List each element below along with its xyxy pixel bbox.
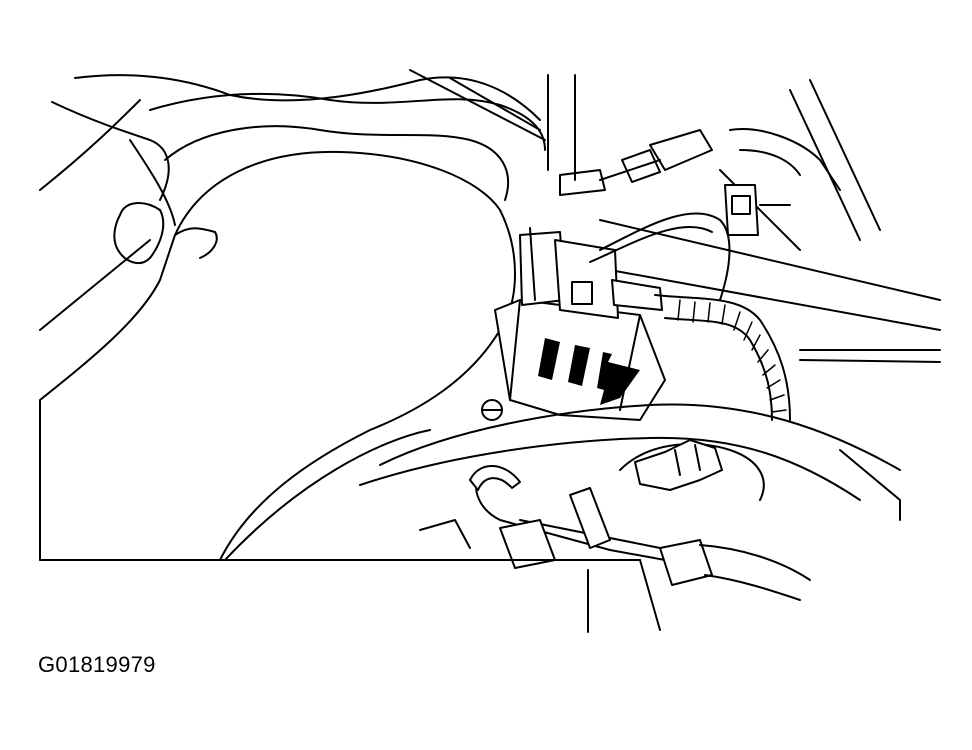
figure-code: G01819979 <box>38 652 156 677</box>
wiring-harness <box>589 212 791 421</box>
engine-illustration <box>39 69 941 633</box>
upper-connector <box>559 129 759 236</box>
electrical-connector <box>519 227 663 319</box>
lower-sensor <box>469 439 811 601</box>
arrow-icon <box>597 352 640 405</box>
bottom-frame <box>39 449 901 633</box>
air-duct <box>39 150 516 561</box>
lower-crossbar <box>224 399 901 561</box>
sensor-bracket <box>494 299 666 421</box>
upper-hoses <box>39 69 546 226</box>
